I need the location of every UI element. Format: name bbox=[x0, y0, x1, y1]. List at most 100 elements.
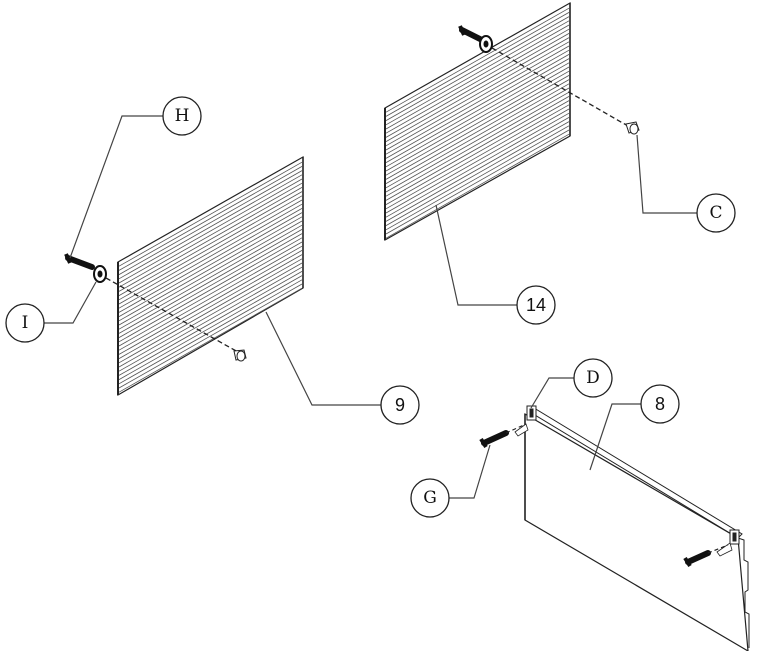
slat-line bbox=[385, 133, 570, 239]
leader-c bbox=[636, 134, 697, 214]
slat-line bbox=[385, 49, 570, 155]
slat-line bbox=[118, 220, 303, 326]
slat-line bbox=[385, 104, 570, 210]
slat-line bbox=[118, 237, 303, 343]
slat-line bbox=[118, 174, 303, 280]
slat-line bbox=[118, 170, 303, 275]
slat-line bbox=[118, 199, 303, 305]
slat-line bbox=[118, 187, 303, 292]
callout-d: D bbox=[573, 358, 613, 398]
callout-d-label: D bbox=[586, 368, 600, 388]
slat-line bbox=[385, 45, 570, 151]
slat-line bbox=[385, 70, 570, 176]
callout-g-label: G bbox=[423, 488, 437, 508]
callout-8: 8 bbox=[640, 384, 680, 424]
slat-line bbox=[118, 195, 303, 301]
bracket-clip-icon bbox=[526, 405, 537, 421]
callout-h-label: H bbox=[175, 106, 190, 126]
slat-line bbox=[118, 166, 303, 271]
callout-14-label: 14 bbox=[526, 295, 546, 315]
panel-8 bbox=[514, 405, 750, 651]
slat-line bbox=[118, 262, 303, 368]
slat-line bbox=[385, 96, 570, 201]
slat-line bbox=[118, 250, 303, 355]
callout-i-label: I bbox=[22, 313, 29, 333]
assembly-path-board-left bbox=[505, 423, 527, 434]
panel-14-slats bbox=[385, 7, 570, 239]
assembly-path-board-right bbox=[707, 544, 729, 554]
slat-line bbox=[118, 208, 303, 313]
slat-line bbox=[385, 91, 570, 197]
slat-line bbox=[385, 33, 570, 138]
assembly-path-left bbox=[105, 277, 239, 353]
leader-14 bbox=[435, 204, 517, 306]
slat-line bbox=[118, 258, 303, 364]
slat-line bbox=[118, 233, 303, 338]
slat-line bbox=[118, 224, 303, 330]
slat-line bbox=[385, 62, 570, 168]
panel-9-slats bbox=[118, 161, 303, 393]
screw-icon bbox=[64, 253, 95, 270]
slat-line bbox=[385, 117, 570, 222]
screw-icon bbox=[458, 25, 485, 43]
slat-line bbox=[385, 112, 570, 218]
slat-line bbox=[385, 12, 570, 117]
callout-g: G bbox=[410, 478, 450, 518]
slat-line bbox=[118, 191, 303, 296]
slat-line bbox=[118, 216, 303, 322]
slat-line bbox=[118, 241, 303, 347]
screw-icon bbox=[479, 430, 509, 449]
slat-line bbox=[385, 54, 570, 159]
callout-9: 9 bbox=[380, 385, 420, 425]
slat-line bbox=[118, 266, 303, 372]
slat-line bbox=[118, 229, 303, 334]
slat-line bbox=[385, 66, 570, 172]
callout-c-label: C bbox=[709, 203, 722, 223]
slat-line bbox=[385, 37, 570, 142]
callout-8-label: 8 bbox=[655, 394, 665, 414]
assembly-path-top bbox=[491, 47, 629, 127]
slat-line bbox=[385, 83, 570, 189]
slat-line bbox=[385, 108, 570, 214]
slat-line bbox=[385, 75, 570, 180]
leader-d bbox=[530, 377, 574, 409]
slat-line bbox=[118, 279, 303, 385]
slat-line bbox=[385, 87, 570, 193]
slat-line bbox=[385, 79, 570, 184]
slat-line bbox=[118, 178, 303, 284]
slat-line bbox=[385, 7, 570, 113]
slat-line bbox=[385, 28, 570, 134]
leader-g bbox=[449, 444, 491, 499]
slat-line bbox=[385, 16, 570, 121]
slat-line bbox=[385, 100, 570, 205]
slat-line bbox=[385, 41, 570, 147]
leader-i bbox=[44, 281, 97, 324]
callout-14: 14 bbox=[516, 285, 556, 325]
leader-lines bbox=[44, 115, 697, 499]
plug-anchor-icon bbox=[233, 349, 247, 362]
callout-c: C bbox=[696, 193, 736, 233]
slat-line bbox=[385, 20, 570, 126]
slat-line bbox=[118, 271, 303, 376]
slat-line bbox=[118, 212, 303, 317]
washer-icon bbox=[479, 35, 493, 53]
slat-line bbox=[118, 203, 303, 309]
slat-line bbox=[385, 24, 570, 130]
leader-8 bbox=[589, 403, 641, 471]
leader-9 bbox=[265, 311, 381, 406]
slat-line bbox=[385, 125, 570, 231]
bracket-clip-icon bbox=[729, 529, 740, 545]
callout-9-label: 9 bbox=[395, 395, 405, 415]
slat-line bbox=[118, 287, 303, 393]
callout-h: H bbox=[162, 96, 202, 136]
slat-line bbox=[118, 254, 303, 359]
callout-i: I bbox=[5, 303, 45, 343]
slat-line bbox=[118, 182, 303, 288]
panel-9 bbox=[117, 155, 304, 397]
screw-icon bbox=[683, 550, 711, 568]
slat-line bbox=[385, 121, 570, 226]
slat-line bbox=[118, 275, 303, 380]
washer-icon bbox=[93, 265, 107, 283]
slat-line bbox=[385, 58, 570, 163]
